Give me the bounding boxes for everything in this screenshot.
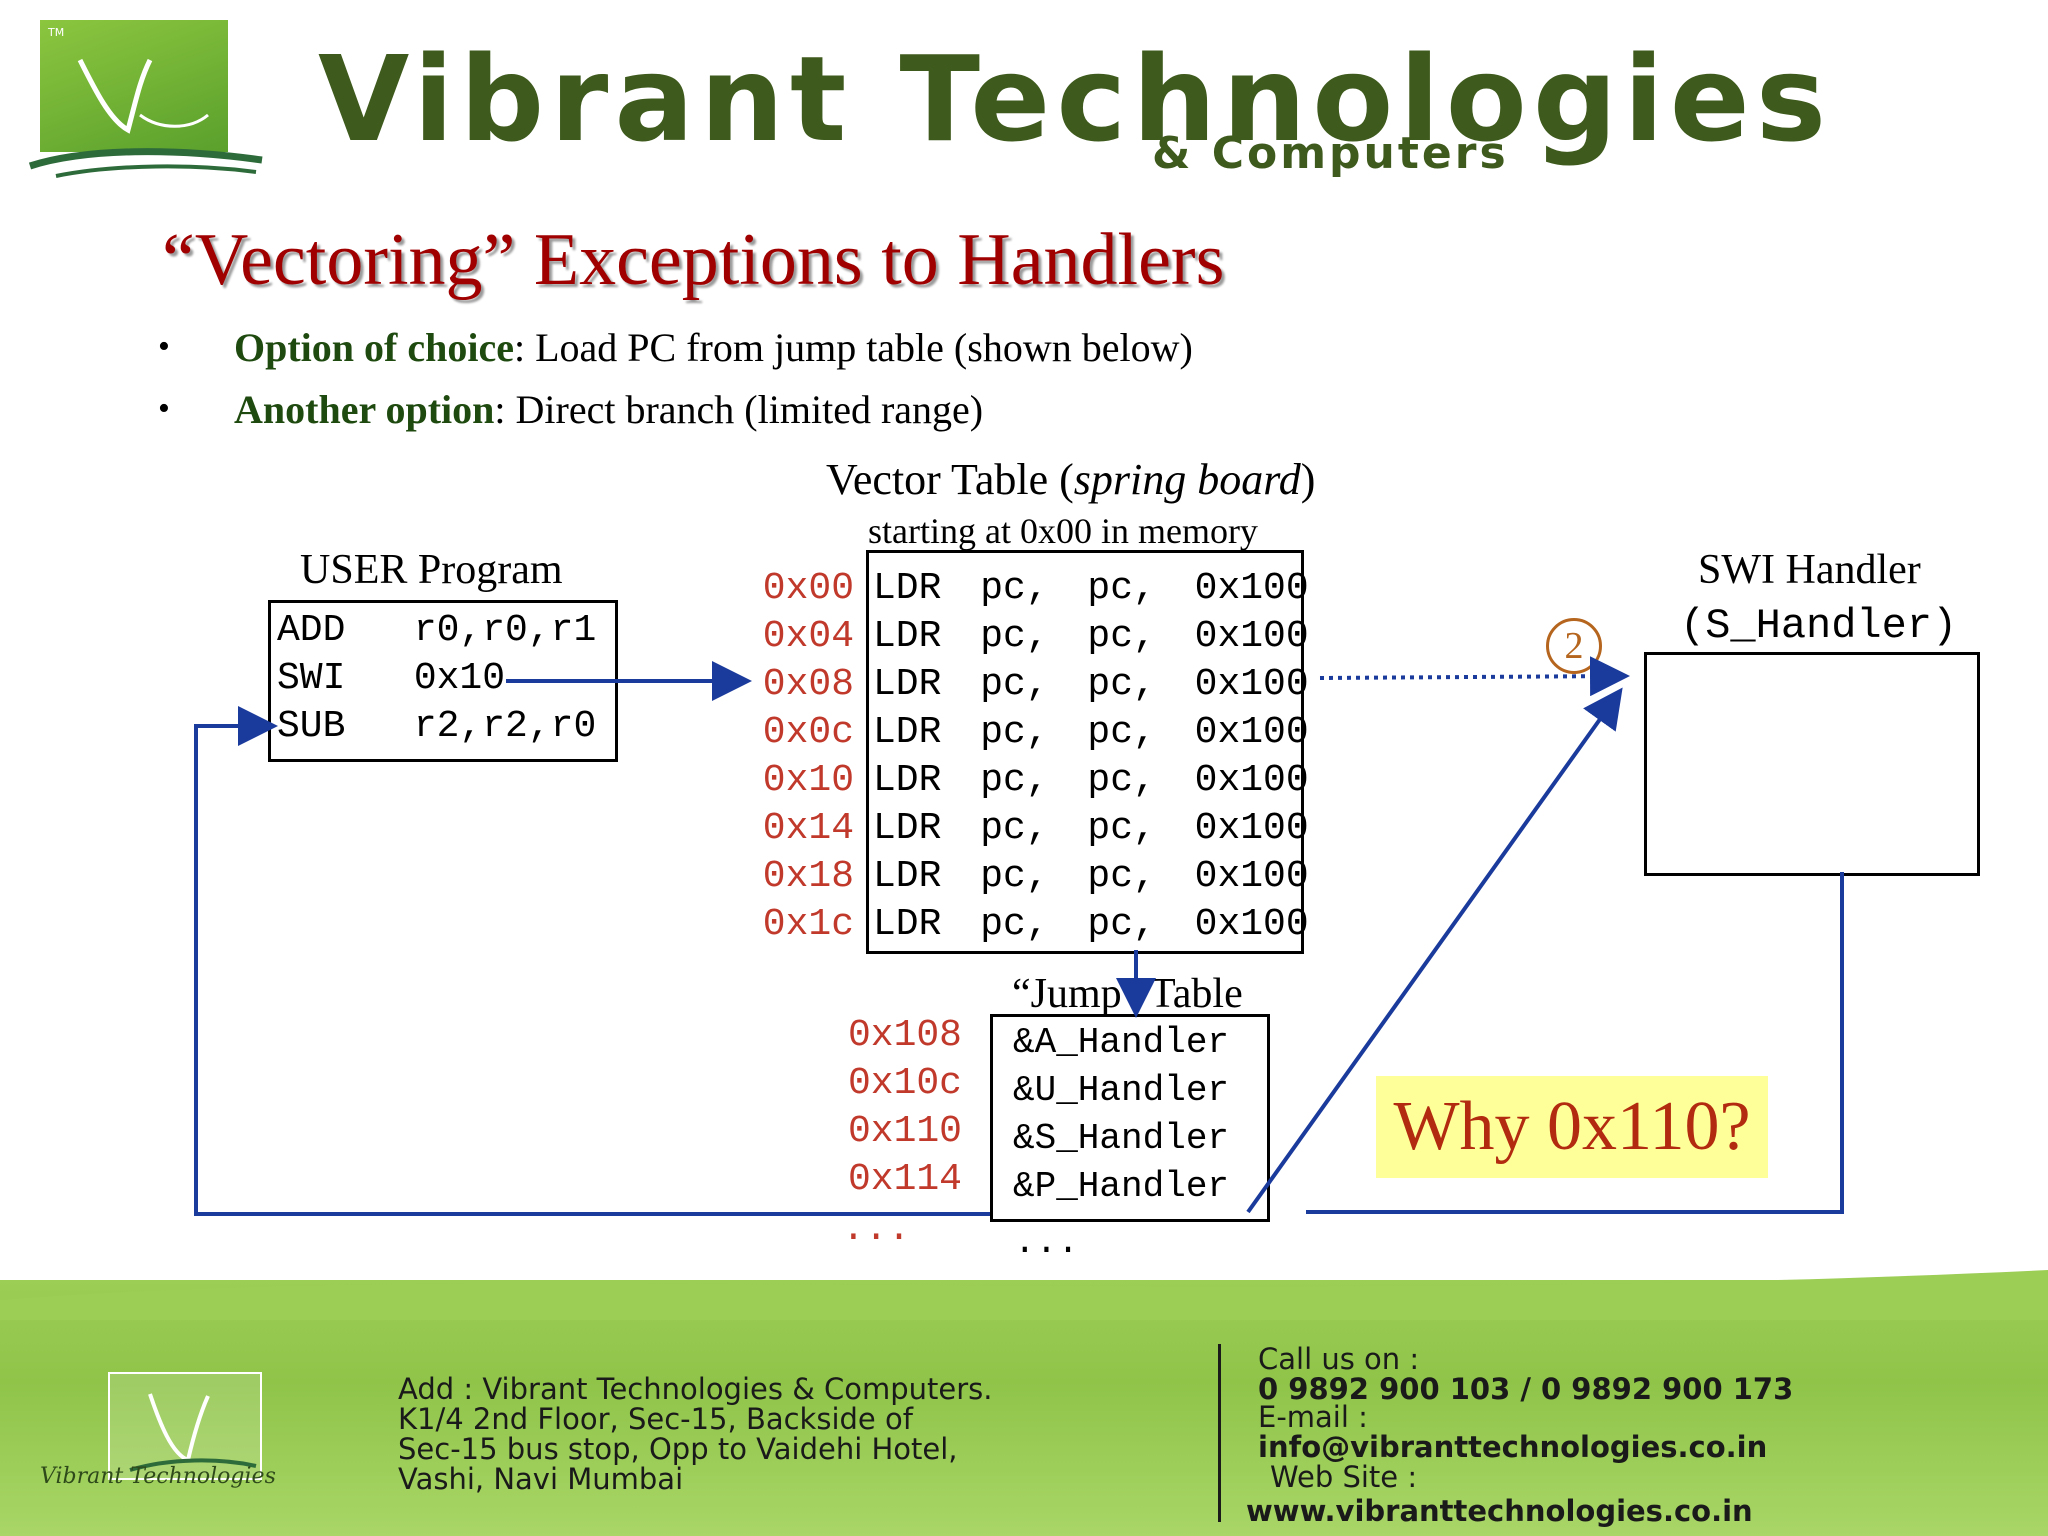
jump-entry: &S_Handler — [1013, 1118, 1230, 1159]
address-line: Add : Vibrant Technologies & Computers. — [398, 1372, 993, 1406]
swi-handler-box — [1644, 652, 1980, 876]
vector-table-title: Vector Table (spring board) — [826, 455, 1316, 504]
footer-logo-caption: Vibrant Technologies — [40, 1464, 276, 1489]
jump-address: 0x10c — [847, 1062, 962, 1105]
bullet-bold: Option of choice — [234, 325, 514, 370]
vector-table-box: LDR pc, pc, 0x100 LDR pc, pc, 0x100 LDR … — [866, 550, 1309, 954]
vector-address-column: 0x00 0x04 0x08 0x0c 0x10 0x14 0x18 0x1c — [760, 565, 854, 949]
vector-address: 0x18 — [762, 855, 854, 898]
web-label: Web Site : — [1270, 1460, 1418, 1494]
user-program-label: USER Program — [300, 547, 563, 593]
bullet-marker: • — [158, 328, 170, 365]
vector-address: 0x14 — [762, 807, 854, 850]
website-link[interactable]: www.vibranttechnologies.co.in — [1246, 1494, 1753, 1528]
vector-entry: LDR pc, pc, 0x100 — [873, 759, 1309, 802]
footer-band — [0, 1270, 2048, 1536]
swi-handler-label: SWI Handler — [1698, 547, 1921, 593]
vector-address: 0x0c — [762, 711, 854, 754]
footer-address: Add : Vibrant Technologies & Computers. … — [398, 1374, 993, 1494]
footer-logo — [108, 1372, 262, 1480]
bullet-marker: • — [158, 390, 170, 427]
jump-to-handler-arrow — [1246, 687, 1623, 1214]
why-callout: Why 0x110? — [1376, 1076, 1768, 1178]
vector-table-subtitle: starting at 0x00 in memory — [868, 511, 1258, 551]
bullet-bold: Another option — [234, 387, 495, 432]
footer-divider — [1218, 1344, 1221, 1522]
header-logo: TM — [40, 20, 228, 152]
brand-subtitle: & Computers — [1152, 128, 1509, 179]
vector-address: 0x04 — [762, 615, 854, 658]
jump-entry: &P_Handler — [1013, 1166, 1230, 1207]
vector-to-handler-dotted-arrow — [1319, 656, 1630, 697]
tm-mark: TM — [48, 26, 65, 39]
jump-entry: &U_Handler — [1013, 1070, 1230, 1111]
jump-address: 0x108 — [847, 1014, 962, 1057]
vector-entry: LDR pc, pc, 0x100 — [873, 711, 1309, 754]
vector-entries: LDR pc, pc, 0x100 LDR pc, pc, 0x100 LDR … — [869, 565, 1309, 949]
step-marker: 2 — [1546, 618, 1602, 674]
vector-address: 0x1c — [762, 903, 854, 946]
jump-entry: &A_Handler — [1013, 1022, 1230, 1063]
jump-entry-ellipsis: ... — [1014, 1222, 1079, 1263]
vector-entry: LDR pc, pc, 0x100 — [873, 903, 1309, 946]
address-line: Sec-15 bus stop, Opp to Vaidehi Hotel, — [398, 1432, 958, 1466]
brand-title: Vibrant Technologies — [318, 30, 1833, 168]
logo-swoosh-icon — [77, 58, 209, 134]
code-line-add: ADD r0,r0,r1 — [277, 609, 597, 652]
return-path-right — [1306, 872, 1844, 1214]
address-line: Vashi, Navi Mumbai — [398, 1462, 684, 1496]
logo-wave-icon — [28, 148, 263, 178]
vector-address: 0x08 — [762, 663, 854, 706]
jump-address-column: 0x108 0x10c 0x110 0x114 — [832, 1012, 962, 1204]
bullet-another-option: Another option: Direct branch (limited r… — [234, 386, 983, 433]
phone-numbers[interactable]: 0 9892 900 103 / 0 9892 900 173 — [1258, 1372, 1794, 1406]
footer-logo-swoosh-icon — [129, 1393, 257, 1472]
vector-entry: LDR pc, pc, 0x100 — [873, 855, 1309, 898]
footer-wave-icon — [0, 1270, 2048, 1320]
vector-entry: LDR pc, pc, 0x100 — [873, 807, 1309, 850]
swi-handler-sublabel: (S_Handler) — [1680, 602, 1958, 650]
email-link[interactable]: info@vibranttechnologies.co.in — [1258, 1430, 1768, 1464]
jump-address: 0x114 — [847, 1158, 962, 1201]
email-label: E-mail : — [1258, 1400, 1368, 1434]
bullet-option-of-choice: Option of choice: Load PC from jump tabl… — [234, 324, 1193, 371]
code-line-sub: SUB r2,r2,r0 — [277, 705, 597, 748]
jump-table-box: &A_Handler &U_Handler &S_Handler &P_Hand… — [990, 1014, 1270, 1222]
bullet-text: : Direct branch (limited range) — [494, 387, 984, 432]
vector-entry: LDR pc, pc, 0x100 — [873, 567, 1309, 610]
code-line-swi: SWI 0x10 — [277, 657, 506, 700]
bullet-text: : Load PC from jump table (shown below) — [513, 325, 1193, 370]
call-label: Call us on : — [1258, 1342, 1420, 1376]
vector-entry: LDR pc, pc, 0x100 — [873, 615, 1309, 658]
slide-title: “Vectoring” Exceptions to Handlers — [162, 219, 1225, 301]
vector-address: 0x10 — [762, 759, 854, 802]
jump-entries: &A_Handler &U_Handler &S_Handler &P_Hand… — [993, 1019, 1267, 1211]
jump-address: 0x110 — [847, 1110, 962, 1153]
vector-entry: LDR pc, pc, 0x100 — [873, 663, 1309, 706]
vector-address: 0x00 — [762, 567, 854, 610]
return-to-sub-arrow — [194, 706, 990, 1216]
address-line: K1/4 2nd Floor, Sec-15, Backside of — [398, 1402, 913, 1436]
